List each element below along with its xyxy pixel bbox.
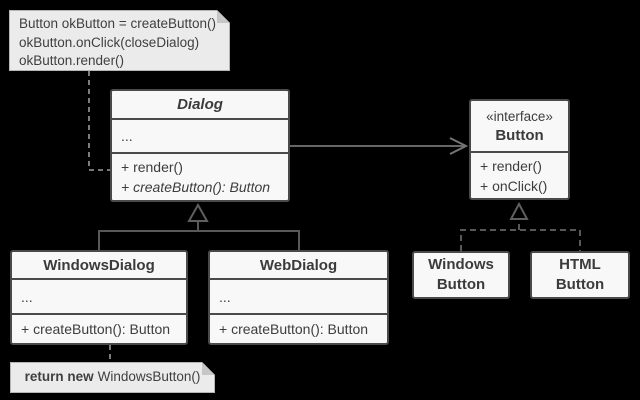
class-windows-button: Windows Button: [412, 251, 510, 299]
class-web-dialog-methods: + createButton(): Button: [210, 313, 387, 343]
class-html-button-name-line: HTML: [559, 256, 601, 273]
class-windows-dialog-methods: + createButton(): Button: [12, 313, 186, 343]
class-windows-dialog: WindowsDialog ... + createButton(): Butt…: [10, 250, 188, 345]
class-dialog-name: Dialog: [177, 96, 223, 113]
class-button-interface: «interface» Button + render() + onClick(…: [469, 99, 570, 200]
note-fold-icon: [202, 362, 215, 375]
class-html-button-name-line: Button: [555, 276, 605, 293]
note-fold-icon: [217, 10, 230, 23]
note-link-client-to-dialog: [88, 71, 110, 171]
class-dialog-methods: + render() + createButton(): Button: [112, 152, 288, 200]
realization-triangle-icon: [509, 201, 529, 220]
class-web-dialog-attributes: ...: [210, 278, 387, 313]
stereotype-label: «interface»: [486, 109, 553, 124]
note-client-code: Button okButton = createButton() okButto…: [9, 10, 230, 71]
method-row: + createButton(): Button: [219, 321, 369, 337]
note-client-line: okButton.onClick(closeDialog): [19, 34, 200, 50]
realization-rails-buttons: [460, 229, 581, 251]
method-row: + createButton(): Button: [21, 321, 171, 337]
attribute-row: ...: [219, 288, 231, 305]
class-dialog-attributes: ...: [112, 118, 288, 152]
note-return-new: return new WindowsButton(): [10, 362, 215, 393]
class-button-name: Button: [495, 127, 544, 144]
note-client-line: Button okButton = createButton(): [19, 16, 216, 31]
class-windows-button-name-line: Button: [436, 276, 486, 293]
method-row: + render(): [121, 159, 183, 175]
class-windows-button-name-line: Windows: [428, 256, 494, 273]
class-button-methods: + render() + onClick(): [471, 151, 568, 198]
class-web-dialog: WebDialog ... + createButton(): Button: [208, 250, 389, 345]
class-button-header: «interface» Button: [471, 101, 568, 151]
note-client-line: okButton.render(): [19, 53, 125, 68]
note-return-normal: WindowsButton(): [97, 369, 201, 385]
class-web-dialog-name: WebDialog: [259, 256, 338, 274]
method-row: + render(): [480, 157, 542, 174]
attribute-row: ...: [21, 288, 33, 305]
inheritance-triangle-icon: [187, 202, 209, 222]
class-html-button: HTML Button: [530, 251, 630, 299]
inheritance-rails-dialogs: [98, 230, 300, 250]
class-windows-dialog-attributes: ...: [12, 278, 186, 313]
method-row-abstract: + createButton(): Button: [121, 179, 271, 195]
association-arrowhead-icon: [449, 137, 469, 155]
class-windows-dialog-name: WindowsDialog: [43, 256, 155, 274]
note-return-bold: return new: [24, 369, 94, 385]
attribute-row: ...: [121, 128, 133, 144]
method-row: + onClick(): [480, 177, 548, 194]
class-dialog: Dialog ... + render() + createButton(): …: [110, 89, 290, 202]
